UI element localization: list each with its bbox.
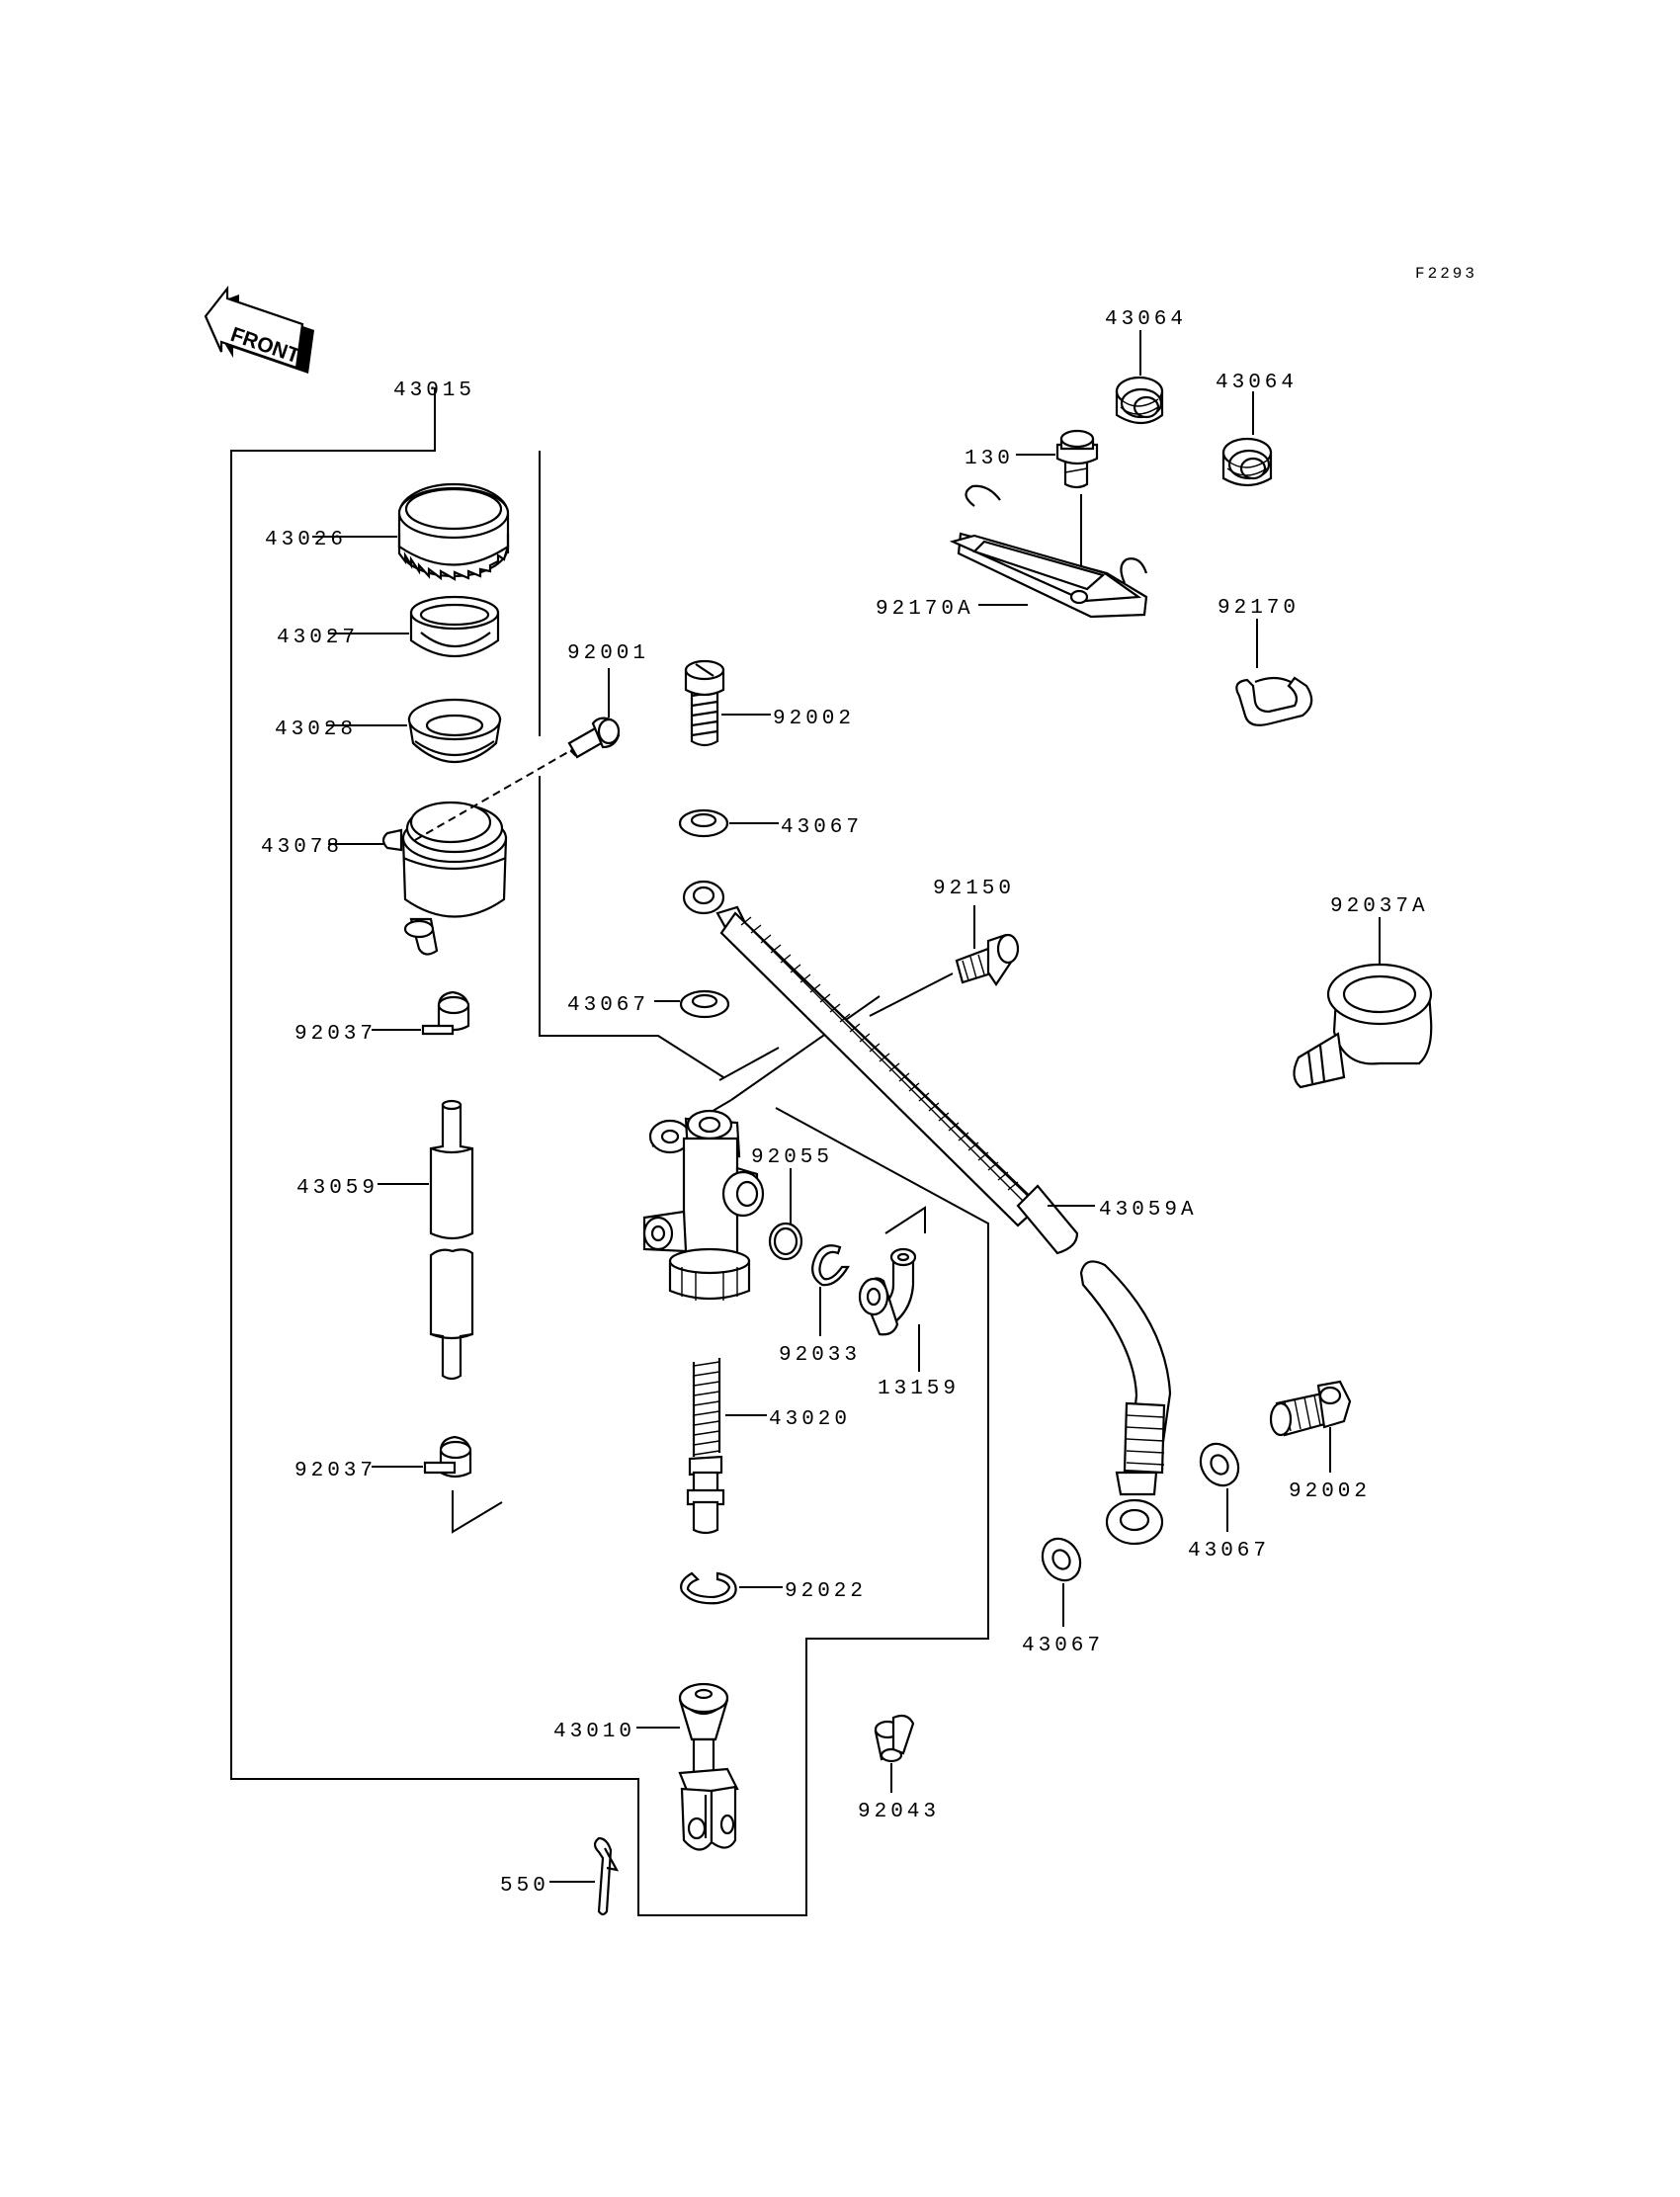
hose-clamp-upper-part [421, 990, 470, 1036]
label-43064-b: 43064 [1216, 372, 1298, 394]
label-43067-lower-right: 43067 [1188, 1540, 1270, 1563]
circlip-92033-part [811, 1244, 850, 1287]
label-43067-mid: 43067 [567, 994, 649, 1017]
master-cylinder-body-part [642, 1109, 765, 1301]
elbow-fitting-part [858, 1247, 917, 1336]
piston-assembly-part [686, 1358, 725, 1535]
washer-lower-right-part [1199, 1442, 1240, 1487]
grommet-a-part [1115, 376, 1164, 425]
cotter-pin-part [593, 1836, 620, 1916]
label-43059: 43059 [296, 1177, 378, 1200]
diaphragm-plate-part [409, 595, 500, 657]
label-92043: 92043 [858, 1801, 940, 1823]
label-92033: 92033 [779, 1344, 861, 1367]
clevis-pin-part [874, 1714, 915, 1763]
label-13159: 13159 [878, 1378, 960, 1400]
washer-upper-part [678, 808, 729, 838]
label-92022: 92022 [785, 1580, 867, 1603]
washer-lower-left-part [1041, 1537, 1082, 1582]
label-43067-upper: 43067 [781, 816, 863, 839]
figure-code: F2293 [1415, 265, 1477, 283]
label-43020: 43020 [769, 1408, 851, 1431]
push-rod-part [678, 1682, 739, 1851]
bracket-92170A-part [949, 484, 1148, 619]
reservoir-cap-part [397, 482, 510, 581]
label-43028: 43028 [275, 718, 357, 741]
screw-92001-part [567, 717, 621, 759]
brake-hose-part [682, 880, 1172, 1546]
label-43015: 43015 [393, 380, 475, 402]
label-92170A: 92170A [876, 598, 974, 621]
bolt-92150-part [955, 933, 1020, 986]
banjo-bolt-upper-part [684, 659, 725, 747]
clamp-92170-part [1235, 676, 1313, 726]
hose-clamp-lower-part [423, 1435, 472, 1479]
label-43064-a: 43064 [1105, 308, 1187, 331]
banjo-bolt-lower-part [1269, 1380, 1352, 1437]
reservoir-hose-part [429, 1099, 474, 1381]
label-92055: 92055 [751, 1146, 833, 1169]
label-92037-lower: 92037 [294, 1460, 377, 1482]
o-ring-part [768, 1222, 803, 1261]
label-92001: 92001 [567, 642, 649, 665]
diaphragm-part [407, 698, 502, 763]
label-92002-lower: 92002 [1289, 1480, 1371, 1503]
label-92037-upper: 92037 [294, 1023, 377, 1046]
label-43067-lower-left: 43067 [1022, 1635, 1104, 1657]
label-92037A: 92037A [1330, 895, 1429, 918]
front-arrow-icon: FRONT [204, 285, 314, 374]
label-43078: 43078 [261, 836, 343, 859]
circlip-92022-part [680, 1571, 737, 1605]
bolt-130-part [1055, 429, 1099, 489]
label-43010: 43010 [553, 1721, 635, 1743]
label-43027: 43027 [277, 627, 359, 649]
label-92150: 92150 [933, 878, 1015, 900]
label-92170: 92170 [1218, 597, 1300, 620]
washer-mid-part [679, 989, 730, 1019]
label-550: 550 [500, 1875, 549, 1898]
reservoir-part [381, 801, 508, 956]
grommet-b-part [1221, 437, 1273, 487]
label-43026: 43026 [265, 529, 347, 551]
label-130: 130 [965, 448, 1014, 470]
clamp-92037A-part [1293, 963, 1433, 1089]
label-92002-upper: 92002 [773, 708, 855, 730]
label-43059A: 43059A [1099, 1199, 1198, 1222]
